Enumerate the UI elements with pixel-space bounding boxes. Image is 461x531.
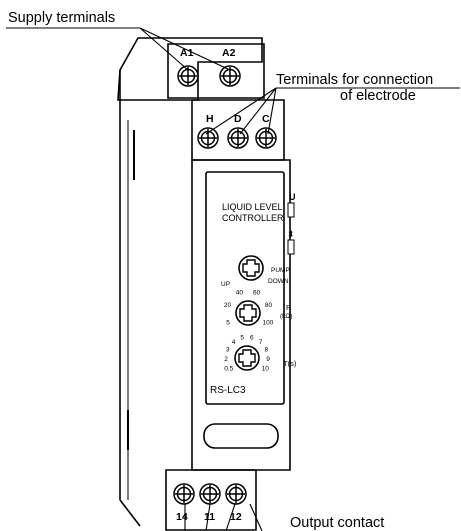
screw-h-icon[interactable]: [197, 127, 219, 149]
model-label: RS-LC3: [210, 385, 246, 396]
front-panel-outline: [191, 159, 291, 471]
r-label: R: [286, 303, 292, 312]
r-knob[interactable]: [235, 300, 261, 326]
t-scale-9: 10: [262, 366, 270, 373]
t-knob[interactable]: [234, 345, 260, 371]
output-contact-label: Output contact: [290, 515, 384, 531]
terminal-a1-label: A1: [180, 47, 194, 59]
r-unit-label: (kΩ): [280, 313, 292, 320]
t-scale-6: 7: [259, 339, 263, 346]
terminal-14-label: 14: [176, 511, 188, 523]
terminal-h-label: H: [206, 113, 214, 125]
t-scale-8: 9: [266, 356, 270, 363]
housing-back-outline: [117, 37, 263, 101]
panel-title-line1: LIQUID LEVEL: [222, 202, 283, 212]
terminal-d-label: D: [234, 113, 242, 125]
supply-terminal-block: [167, 43, 265, 99]
front-label-area: [205, 171, 285, 405]
t-scale-3: 4: [232, 339, 236, 346]
mode-knob[interactable]: [238, 255, 264, 281]
terminal-12-label: 12: [230, 511, 242, 523]
r-scale-2: 40: [236, 290, 244, 297]
screw-14-icon[interactable]: [173, 483, 195, 505]
screw-c-icon[interactable]: [255, 127, 277, 149]
screw-a1-icon[interactable]: [177, 65, 199, 87]
mode-down-label: DOWN: [268, 278, 289, 285]
electrode-callout-line: [205, 87, 460, 135]
screw-d-icon[interactable]: [227, 127, 249, 149]
supply-callout-line: [6, 27, 231, 71]
mode-pump-label: PUMP: [271, 267, 290, 274]
led-relay-indicator: [287, 239, 295, 255]
screw-a2-icon[interactable]: [219, 65, 241, 87]
front-slot: [203, 423, 279, 449]
electrode-terminals-label-line2: of electrode: [340, 88, 416, 104]
terminal-a2-label: A2: [222, 47, 236, 59]
r-scale-3: 60: [253, 290, 261, 297]
t-scale-7: 8: [264, 347, 268, 354]
screw-12-icon[interactable]: [225, 483, 247, 505]
terminal-c-label: C: [262, 113, 270, 125]
t-scale-5: 6: [250, 335, 254, 342]
r-scale-5: 100: [262, 319, 273, 326]
terminal-11-label: 11: [204, 511, 215, 523]
supply-terminals-label: Supply terminals: [8, 10, 115, 26]
output-callout-line: [184, 503, 263, 531]
t-scale-0: 0.5: [224, 366, 233, 373]
output-terminal-block: [165, 469, 257, 531]
electrode-terminals-label-line1: Terminals for connection: [276, 72, 433, 88]
r-scale-0: 5: [226, 319, 230, 326]
mode-up-label: UP: [221, 281, 230, 288]
t-scale-4: 5: [240, 335, 244, 342]
housing-left-rail: [119, 70, 141, 527]
t-scale-2: 3: [226, 347, 230, 354]
r-scale-1: 20: [224, 302, 232, 309]
led-relay-label: ⬍: [287, 229, 295, 239]
t-label: T(s): [283, 359, 297, 368]
r-scale-4: 80: [265, 302, 273, 309]
screw-11-icon[interactable]: [199, 483, 221, 505]
panel-title-line2: CONTROLLER: [222, 213, 284, 223]
t-scale-1: 2: [224, 356, 228, 363]
led-u-label: U: [289, 192, 296, 202]
led-u-indicator: [287, 202, 295, 218]
